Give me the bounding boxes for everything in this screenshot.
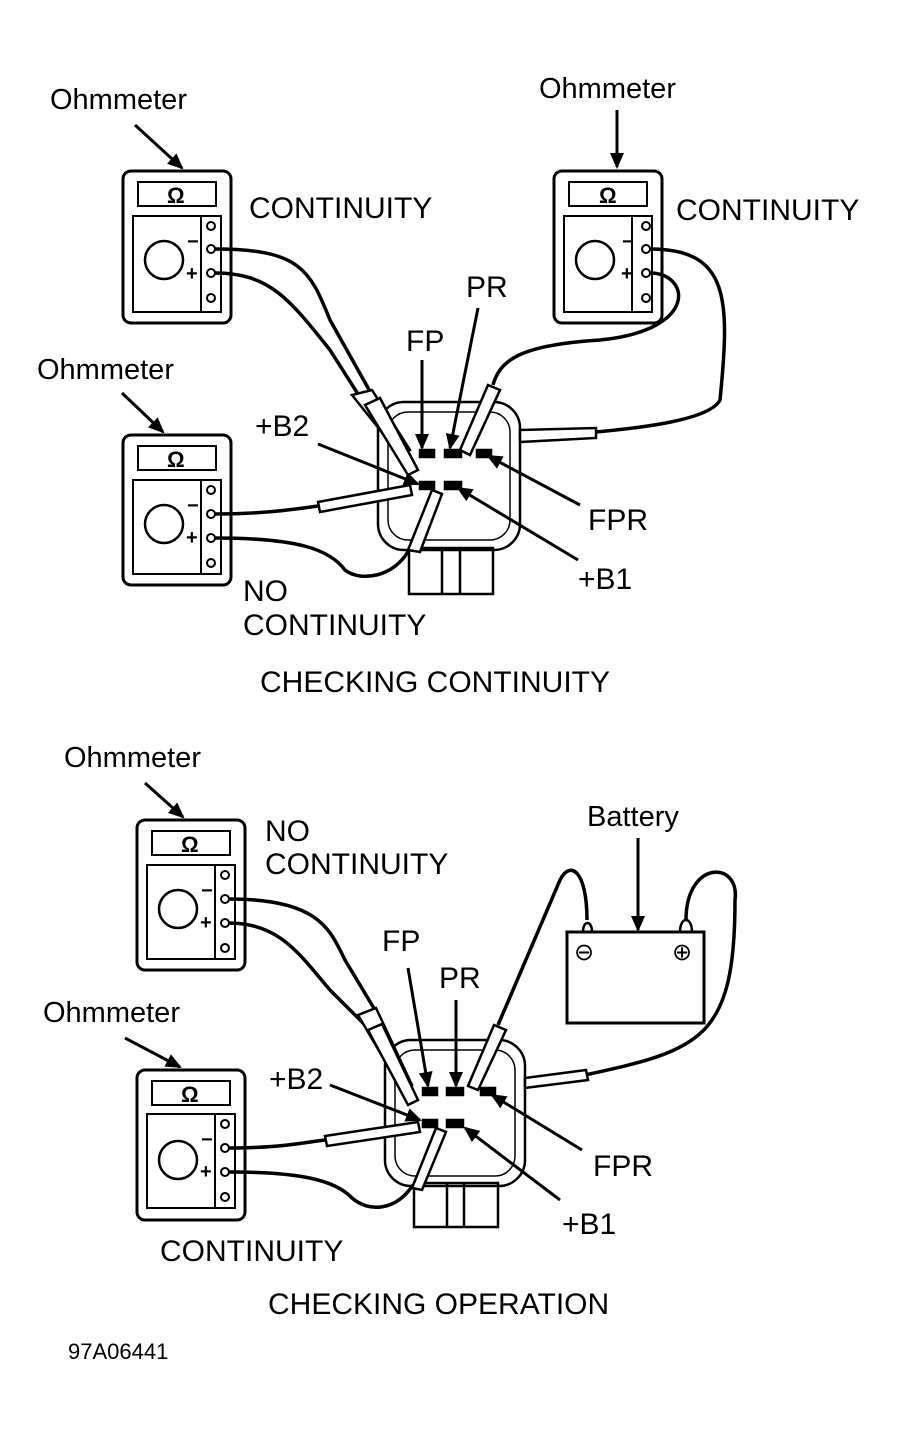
terminal-label-pr: PR (439, 962, 481, 995)
arrow-fpr (486, 454, 581, 507)
arrow-b2 (329, 1083, 422, 1122)
terminal-label-fpr: FPR (593, 1150, 653, 1183)
battery-positive-icon: ⊕ (672, 939, 693, 966)
arrow-b1 (456, 486, 579, 562)
arrow-pr (445, 307, 480, 450)
ohmmeter-label: Ohmmeter (50, 84, 187, 116)
arrow-b2 (317, 442, 420, 486)
result-continuity: CONTINUITY (676, 194, 860, 227)
terminal-label-fp: FP (382, 925, 421, 958)
ohmmeter-top-left (121, 169, 233, 325)
caption-checking-continuity: CHECKING CONTINUITY (260, 666, 611, 699)
arrow-b1 (463, 1126, 561, 1202)
terminal-label-b1: +B1 (562, 1208, 617, 1241)
wires-top (214, 247, 727, 578)
ohmmeter-mid-left (121, 433, 233, 587)
probes-bottom (323, 1006, 590, 1192)
result-continuity: CONTINUITY (160, 1235, 344, 1268)
plus-sign: + (186, 263, 198, 285)
minus-sign: − (201, 1129, 213, 1151)
plus-sign: + (200, 912, 212, 934)
terminal-label-b2: +B2 (269, 1063, 324, 1096)
ohmmeter-label: Ohmmeter (43, 997, 180, 1029)
terminal-label-b1: +B1 (578, 563, 633, 596)
ohmmeter-top-right (552, 169, 664, 325)
battery-label: Battery (587, 801, 679, 833)
arrow-fp (406, 967, 433, 1088)
plus-sign: + (200, 1161, 212, 1183)
terminal-label-fp: FP (406, 325, 445, 358)
plus-sign: + (621, 263, 633, 285)
figure-code: 97A06441 (68, 1339, 169, 1364)
ohmmeter-label: Ohmmeter (37, 354, 174, 386)
pointer-arrow (143, 781, 185, 819)
terminal-label-fpr: FPR (588, 504, 648, 537)
plus-sign: + (186, 527, 198, 549)
pointer-arrow (124, 1036, 182, 1069)
result-continuity: CONTINUITY (249, 192, 433, 225)
result-no-continuity: CONTINUITY (265, 848, 449, 881)
pointer-arrow (120, 391, 165, 434)
minus-sign: − (187, 495, 199, 517)
terminal-label-b2: +B2 (255, 410, 310, 443)
result-no: NO (243, 575, 288, 608)
ohm-symbol: Ω (599, 183, 617, 208)
pointer-arrow (133, 123, 184, 170)
wires-bottom (228, 868, 737, 1209)
ohm-symbol: Ω (181, 832, 199, 857)
result-no-continuity: CONTINUITY (243, 609, 427, 642)
probes-top (316, 383, 598, 554)
result-no: NO (265, 815, 310, 848)
arrow-fpr (490, 1093, 583, 1152)
battery (565, 918, 706, 1025)
ohmmeter-label: Ohmmeter (539, 73, 676, 105)
minus-sign: − (622, 231, 634, 253)
caption-checking-operation: CHECKING OPERATION (268, 1288, 610, 1321)
minus-sign: − (201, 880, 213, 902)
terminal-label-pr: PR (466, 271, 508, 304)
ohm-symbol: Ω (167, 183, 185, 208)
ohmmeter-bottom-lower (135, 1068, 247, 1222)
minus-sign: − (187, 231, 199, 253)
ohm-symbol: Ω (167, 447, 185, 472)
battery-negative-icon: ⊖ (574, 939, 595, 966)
connector-top (376, 400, 522, 596)
ohm-symbol: Ω (181, 1082, 199, 1107)
ohmmeter-label: Ohmmeter (64, 742, 201, 774)
